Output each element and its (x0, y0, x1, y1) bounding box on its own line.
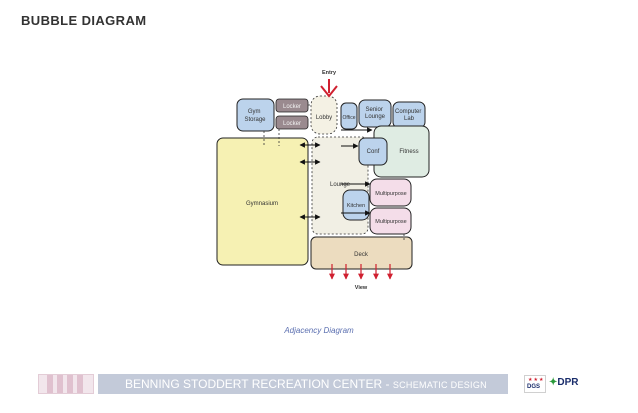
senior-lounge-line-1: Senior (365, 107, 382, 113)
senior-lounge-bubble (358, 99, 392, 128)
gym-storage-line-2: Storage (244, 117, 266, 123)
multipurpose-bubble-1 (369, 178, 412, 207)
senior-lounge-line-2: Lounge (365, 114, 386, 120)
dpr-leaf-icon: ✦ (549, 377, 558, 388)
deck-label: Deck (354, 252, 369, 258)
locker-label-2: Locker (283, 121, 301, 127)
computer-lab-line-2: Lab (404, 116, 415, 122)
agency-logos: ★★★ DGS ✦DPR (524, 374, 584, 394)
footer-bar (98, 374, 508, 394)
fitness-label: Fitness (399, 149, 418, 155)
multipurpose-label-2: Multipurpose (375, 219, 407, 225)
entry-arrow (320, 79, 338, 98)
computer-lab-line-1: Computer (395, 109, 421, 115)
architect-logo (38, 374, 94, 394)
dashed-connectors (263, 104, 405, 240)
footer-project-title: BENNING STODDERT RECREATION CENTER - SCH… (125, 377, 487, 391)
adjacency-arrows (299, 127, 373, 220)
footer-title-text: BENNING STODDERT RECREATION CENTER - (125, 377, 393, 391)
lobby-label: Lobby (316, 115, 332, 121)
dgs-logo: ★★★ DGS (524, 375, 546, 393)
multipurpose-bubble-2 (369, 207, 412, 235)
entry-label: Entry (322, 70, 337, 76)
dgs-stars-icon: ★★★ (528, 377, 545, 383)
gym-storage-label: Gym Storage (244, 109, 266, 123)
kitchen-label: Kitchen (347, 203, 365, 209)
office-bubble (340, 102, 358, 130)
computer-lab-label: Computer Lab (395, 109, 423, 122)
computer-lab-bubble (392, 101, 426, 129)
gym-storage-line-1: Gym (248, 109, 261, 115)
office-label: Office (343, 115, 356, 121)
gymnasium-bubble (216, 137, 309, 266)
view-arrows (329, 264, 393, 280)
page-title: BUBBLE DIAGRAM (21, 13, 147, 28)
locker-bubble-1 (275, 98, 309, 113)
locker-label-1: Locker (283, 104, 301, 110)
multipurpose-label-1: Multipurpose (375, 191, 407, 197)
conf-bubble (358, 137, 388, 166)
locker-bubble-2 (275, 115, 309, 130)
diagram-caption: Adjacency Diagram (284, 326, 354, 335)
footer-subtitle: SCHEMATIC DESIGN (392, 380, 487, 390)
senior-lounge-label: Senior Lounge (365, 107, 386, 120)
footer: BENNING STODDERT RECREATION CENTER - SCH… (38, 374, 584, 394)
lobby-bubble (310, 95, 338, 135)
view-label: View (355, 285, 368, 291)
gym-storage-bubble (236, 98, 275, 132)
dpr-logo: ✦DPR (549, 377, 579, 388)
lounge-label: Lounge (330, 182, 351, 188)
gymnasium-label: Gymnasium (246, 201, 278, 207)
conf-label: Conf (367, 149, 380, 155)
